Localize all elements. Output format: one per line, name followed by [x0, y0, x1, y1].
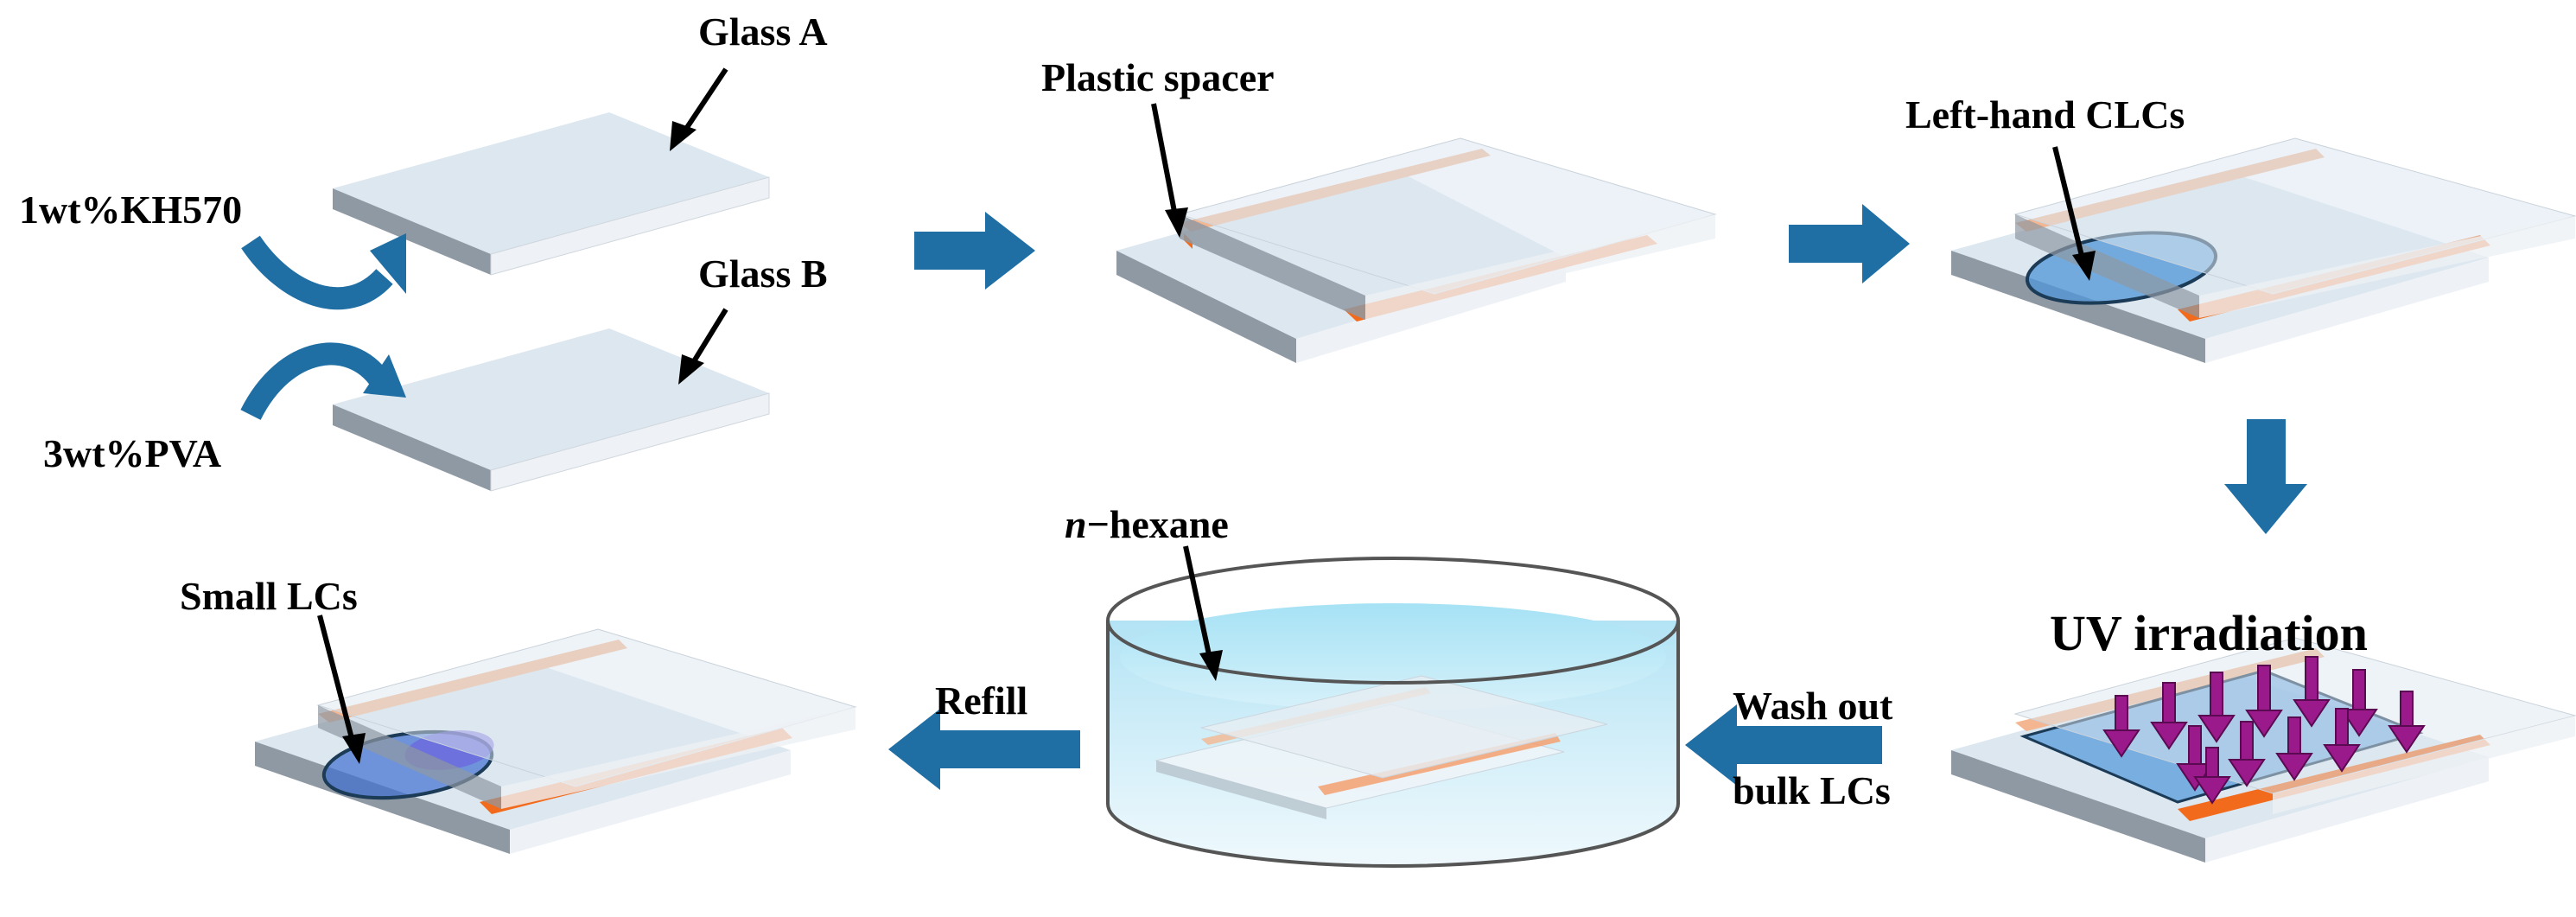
step-3-clc-filled-cell: Left-hand CLCs: [1905, 92, 2576, 363]
uv-arrows: [2102, 656, 2426, 805]
glass-b-slab: [333, 328, 770, 492]
plastic-spacer-label: Plastic spacer: [1041, 55, 1275, 99]
step-4-uv-irradiation: UV irradiation: [1951, 605, 2576, 863]
n-hexane-italic: n: [1065, 502, 1087, 546]
flow-arrow-4-to-5: Wash out bulk LCs: [1685, 684, 1893, 812]
flow-arrow-5-to-6: Refill: [888, 678, 1080, 790]
kh570-curved-arrow: [241, 233, 406, 310]
flow-arrow-2-to-3: [1789, 204, 1910, 283]
n-hexane-rest: −hexane: [1087, 502, 1229, 546]
glass-a-pointer: [670, 67, 728, 151]
pva-label: 3wt%PVA: [43, 431, 221, 475]
step-2-assembled-cell: Plastic spacer: [1041, 55, 1717, 363]
flow-arrow-3-to-4: [2224, 419, 2307, 534]
refill-label: Refill: [935, 678, 1027, 723]
wash-out-label-line1: Wash out: [1733, 684, 1893, 728]
flow-arrow-1-to-2: [914, 212, 1035, 290]
glass-b-label: Glass B: [698, 252, 828, 296]
glass-a-slab: [333, 112, 770, 276]
pva-curved-arrow: [240, 342, 406, 421]
left-hand-clcs-label: Left-hand CLCs: [1905, 92, 2185, 137]
step-1-glass-treatment: Glass A Glass B 1wt%KH570 3wt%PVA: [19, 10, 828, 492]
step-5-hexane-bath: n−hexane: [1065, 502, 1680, 868]
wash-out-label-line2: bulk LCs: [1733, 768, 1891, 812]
uv-irradiation-label: UV irradiation: [2050, 605, 2368, 661]
step-6-small-lcs-cell: Small LCs: [180, 574, 857, 854]
kh570-label: 1wt%KH570: [19, 188, 242, 232]
small-lcs-label: Small LCs: [180, 574, 358, 618]
glass-a-label: Glass A: [698, 10, 828, 54]
glass-b-pointer: [678, 308, 728, 385]
n-hexane-label: n−hexane: [1065, 502, 1229, 546]
